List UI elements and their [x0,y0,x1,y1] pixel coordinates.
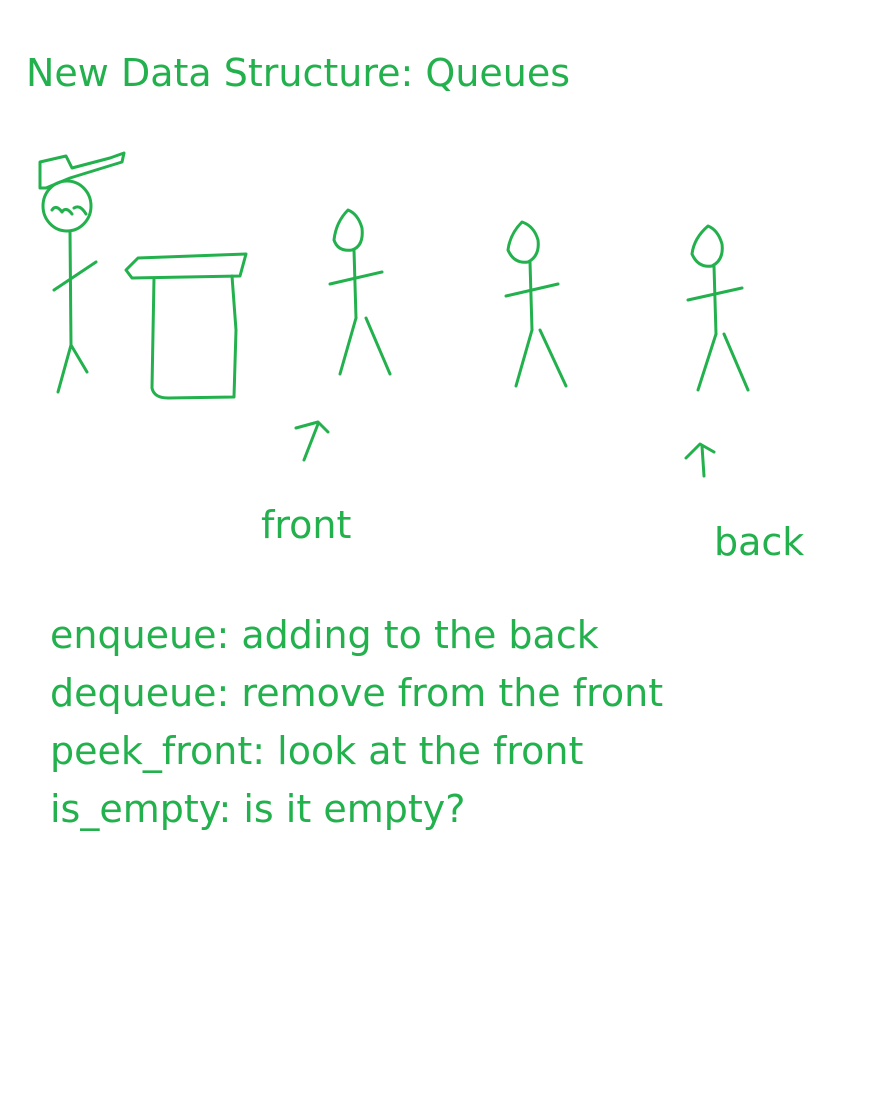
back-label: back [714,520,805,564]
cashier-figure [38,151,126,394]
person-1-arms [328,270,384,286]
person-1-body [352,248,358,320]
cashier-legs [56,343,89,394]
person-2-legs [514,328,568,388]
person-1-figure [328,208,392,376]
person-3-body [712,264,718,336]
person-3-head [690,224,724,268]
counter-top [124,252,248,280]
operation-dequeue: dequeue: remove from the front [50,671,664,715]
person-3-arms [686,286,744,302]
counter-figure [124,252,248,400]
person-2-figure [504,220,568,388]
counter-body [150,274,238,400]
cashier-cap [38,151,126,190]
front-label: front [261,503,352,547]
person-2-body [528,260,534,332]
cashier-arms [52,260,98,292]
cashier-head [41,179,93,233]
operation-enqueue: enqueue: adding to the back [50,613,599,657]
cashier-body [68,229,73,347]
person-3-legs [696,332,750,392]
person-1-legs [338,316,392,376]
operation-is-empty: is_empty: is it empty? [50,787,466,831]
person-3-figure [686,224,750,392]
person-2-arms [504,282,560,298]
cashier-glasses [50,205,88,216]
back-arrow [684,442,716,478]
operation-peek-front: peek_front: look at the front [50,729,584,773]
person-1-head [332,208,364,252]
diagram-title: New Data Structure: Queues [26,51,571,95]
front-arrow [294,420,330,462]
person-2-head [506,220,540,264]
operations-list: enqueue: adding to the back dequeue: rem… [50,606,663,838]
